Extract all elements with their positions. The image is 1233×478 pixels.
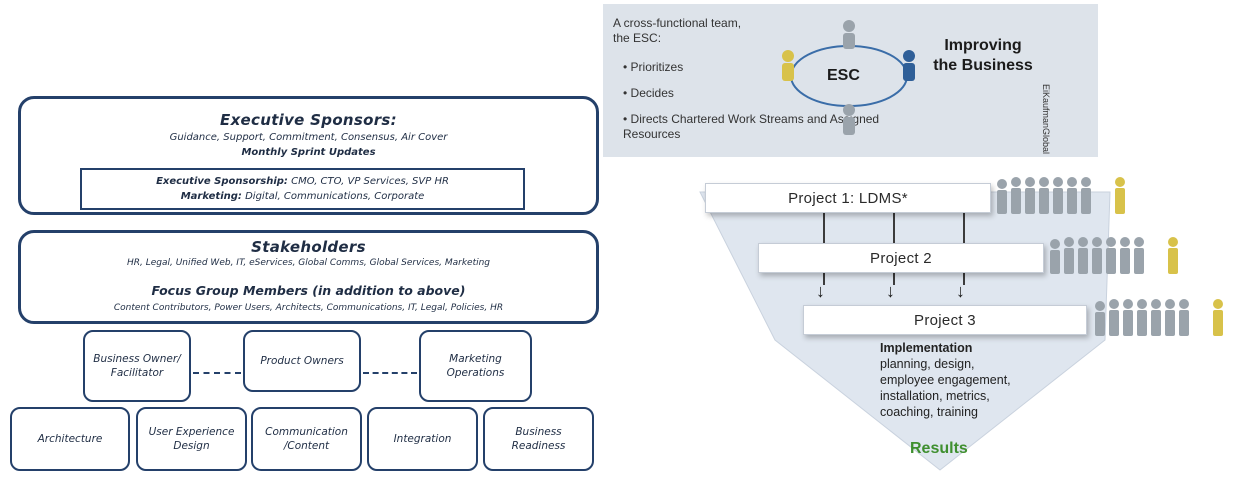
- marketing-row: Marketing: Digital, Communications, Corp…: [82, 190, 523, 204]
- owner-connector-left: [193, 372, 241, 374]
- marketing-label: Marketing:: [180, 191, 242, 202]
- person-icon: [1050, 237, 1144, 274]
- marketing-value: Digital, Communications, Corporate: [245, 191, 425, 202]
- esc-panel: A cross-functional team, the ESC: • Prio…: [603, 4, 1098, 157]
- esc-ellipse-graphic: [782, 20, 915, 135]
- team-business-readiness-box: Business Readiness: [483, 407, 594, 471]
- bullet-text: Directs Chartered Work Streams and Assig…: [623, 112, 880, 141]
- implementation-line: coaching, training: [880, 405, 978, 419]
- esc-bullet-list: • Prioritizes • Decides • Directs Charte…: [623, 60, 883, 142]
- executive-sponsors-duties: Guidance, Support, Commitment, Consensus…: [169, 132, 448, 143]
- executive-sponsorship-label: Executive Sponsorship:: [156, 176, 288, 187]
- stakeholders-box: Stakeholders HR, Legal, Unified Web, IT,…: [18, 230, 599, 324]
- focus-group-list: Content Contributors, Power Users, Archi…: [113, 303, 504, 313]
- executive-sponsorship-box: Executive Sponsorship: CMO, CTO, VP Serv…: [80, 168, 525, 210]
- esc-intro: A cross-functional team, the ESC:: [613, 16, 742, 45]
- project-3-bar: Project 3: [803, 305, 1087, 335]
- stakeholders-title: Stakeholders: [251, 238, 366, 256]
- project-1-team-graphic: [997, 177, 1125, 214]
- person-icon: [843, 20, 855, 49]
- person-icon: [903, 50, 915, 81]
- vertical-credit: EiKaufmanGlobal: [1041, 84, 1051, 155]
- person-icon: [782, 50, 794, 81]
- executive-sponsorship-row: Executive Sponsorship: CMO, CTO, VP Serv…: [82, 175, 523, 189]
- executive-sponsorship-value: CMO, CTO, VP Services, SVP HR: [291, 176, 449, 187]
- person-icon: [1168, 237, 1178, 274]
- executive-sponsors-title: Executive Sponsors:: [220, 111, 397, 129]
- implementation-line: employee engagement,: [880, 373, 1011, 387]
- team-communication-box: Communication /Content: [251, 407, 362, 471]
- implementation-block: Implementation planning, design, employe…: [880, 340, 1011, 420]
- focus-group-title: Focus Group Members (in addition to abov…: [151, 283, 466, 298]
- esc-bullet-decides: • Decides: [623, 86, 674, 100]
- person-icon: [1095, 299, 1189, 336]
- product-owners-box: Product Owners: [243, 330, 361, 392]
- results-label: Results: [910, 440, 968, 457]
- down-arrow-icon: ↓: [886, 281, 895, 301]
- implementation-line: installation, metrics,: [880, 389, 990, 403]
- project-2-bar: Project 2: [758, 243, 1044, 273]
- person-icon: [1115, 177, 1125, 214]
- stakeholders-list: HR, Legal, Unified Web, IT, eServices, G…: [126, 258, 491, 268]
- team-ux-design-box: User Experience Design: [136, 407, 247, 471]
- project-1-bar: Project 1: LDMS*: [705, 183, 991, 213]
- marketing-operations-box: Marketing Operations: [419, 330, 532, 402]
- esc-bullet-prioritizes: • Prioritizes: [623, 60, 684, 74]
- executive-sponsors-box: Executive Sponsors: Guidance, Support, C…: [18, 96, 599, 215]
- esc-bullet-directs: • Directs Chartered Work Streams and Ass…: [623, 112, 880, 141]
- executive-sponsors-updates: Monthly Sprint Updates: [241, 147, 376, 158]
- team-architecture-box: Architecture: [10, 407, 130, 471]
- person-icon: [997, 177, 1091, 214]
- business-owner-box: Business Owner/ Facilitator: [83, 330, 191, 402]
- implementation-title: Implementation: [880, 341, 973, 355]
- team-integration-box: Integration: [367, 407, 478, 471]
- project-3-team-graphic: [1095, 299, 1223, 336]
- implementation-line: planning, design,: [880, 357, 975, 371]
- bullet-text: Decides: [630, 86, 674, 100]
- esc-center-label: ESC: [827, 67, 860, 84]
- person-icon: [843, 104, 855, 135]
- owner-connector-right: [363, 372, 417, 374]
- person-icon: [1213, 299, 1223, 336]
- down-arrow-icon: ↓: [816, 281, 825, 301]
- bullet-text: Prioritizes: [630, 60, 684, 74]
- down-arrow-icon: ↓: [956, 281, 965, 301]
- improving-business-label: Improving the Business: [933, 37, 1033, 74]
- project-2-team-graphic: [1050, 237, 1178, 274]
